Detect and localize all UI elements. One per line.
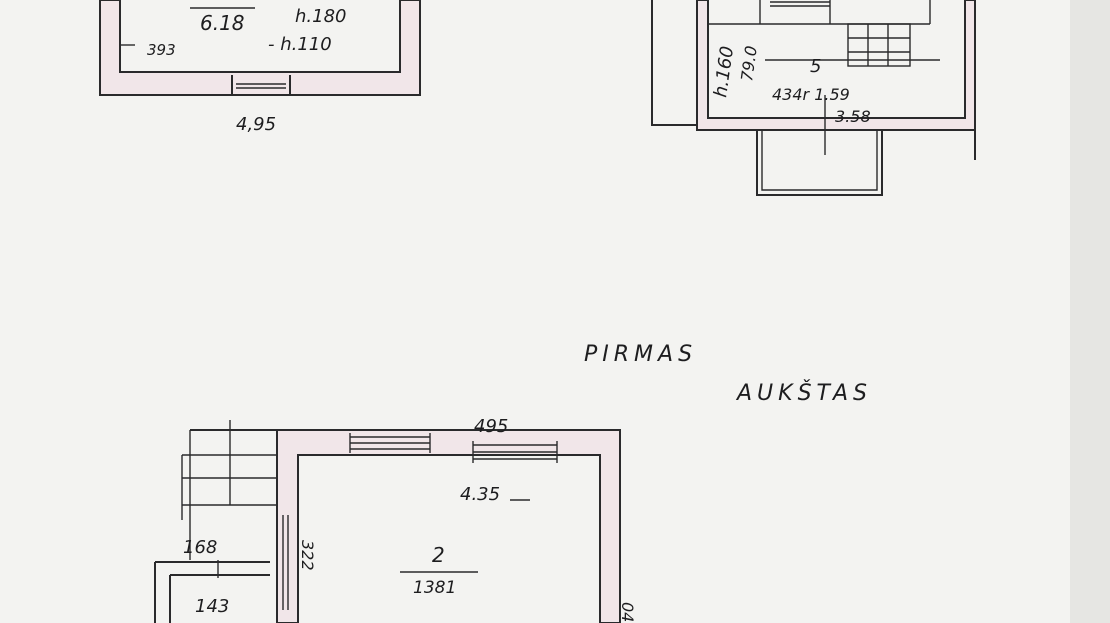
height-label-2: - h.110	[268, 34, 332, 55]
plan-bottom: 495 4.35 168 143 322 2 1381 04	[154, 416, 637, 623]
side-dimension: 393	[147, 41, 176, 59]
window-grid	[847, 23, 911, 67]
plan-top-left-walls	[99, 0, 421, 96]
room-number: 2	[432, 543, 445, 567]
left-dimension: 168	[183, 537, 217, 558]
dimension-below: 3.58	[835, 107, 871, 126]
page-edge-shadow	[1070, 0, 1110, 623]
height-label-1: h.180	[295, 6, 347, 27]
plan-top-left: 6.18 h.180 - h.110 393 4,95	[99, 0, 421, 135]
window-right	[473, 444, 557, 460]
side-dimension: 79.0	[737, 45, 761, 83]
bottom-dimension: 4,95	[236, 114, 276, 135]
side-height-label: h.160	[710, 45, 738, 99]
room-area: 1381	[413, 578, 456, 598]
balcony	[756, 130, 883, 196]
plan-top-right: h.160 79.0 5 434r 1.59 3.58	[651, 0, 976, 196]
inner-dimension: 4.35	[460, 484, 500, 505]
room-number: 5	[810, 56, 821, 77]
small-room	[154, 561, 270, 623]
vertical-dimension: 322	[298, 540, 317, 571]
area-label: 6.18	[200, 11, 245, 35]
floor-heading-line2: AUKŠTAS	[737, 381, 872, 406]
floor-heading-line1: PIRMAS	[584, 342, 698, 367]
plan-top-right-walls	[696, 0, 976, 131]
window-left	[350, 436, 430, 450]
door-opening	[231, 75, 291, 95]
plan-bottom-walls	[276, 429, 621, 623]
room-dimensions: 434r 1.59	[772, 85, 850, 104]
stairs	[181, 420, 278, 623]
stair-dimension: 143	[195, 596, 229, 617]
right-edge-dimension: 04	[618, 602, 637, 622]
top-dimension: 495	[474, 416, 508, 437]
